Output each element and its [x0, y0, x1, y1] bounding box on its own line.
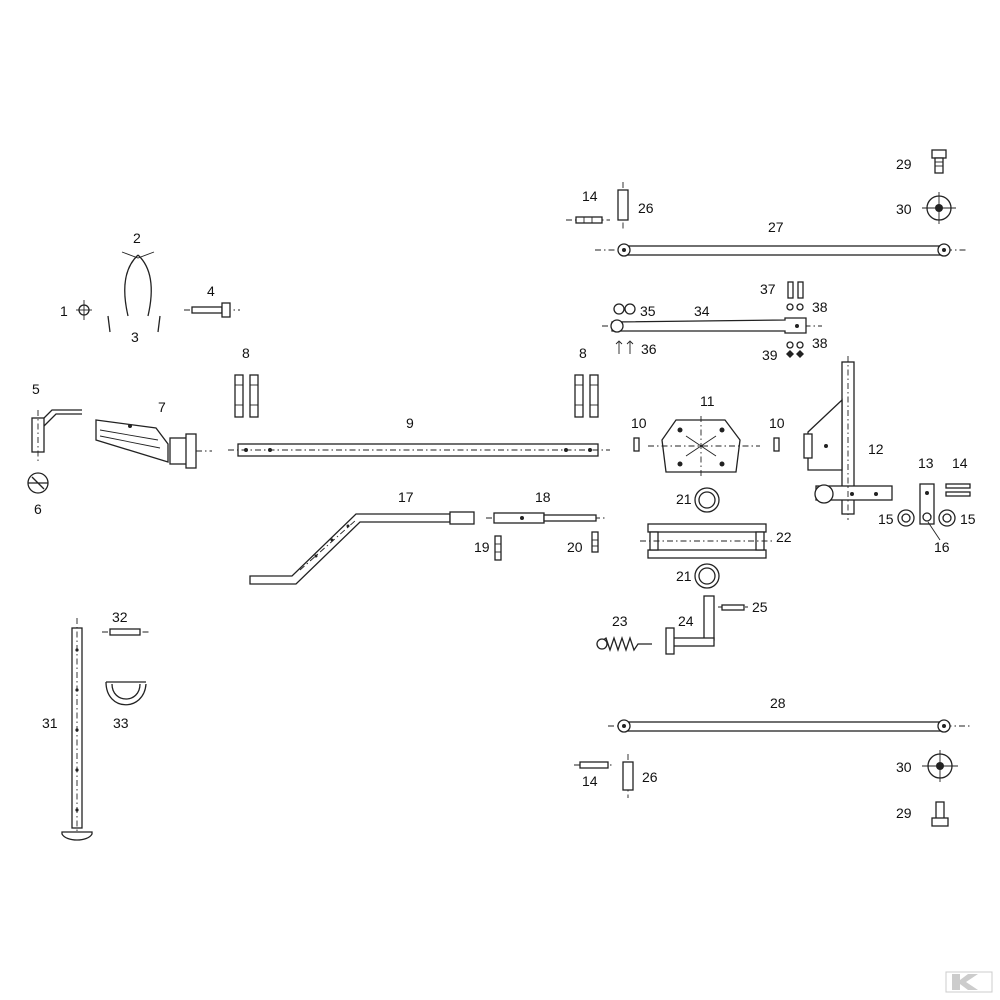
part-24-latch: [665, 595, 715, 655]
label-part-9: 9: [406, 415, 414, 431]
label-part-10-right: 10: [769, 415, 785, 431]
label-part-34: 34: [694, 303, 710, 319]
label-part-26-bottom: 26: [642, 769, 658, 785]
label-part-39: 39: [762, 347, 778, 363]
part-25-pin: [718, 604, 748, 611]
label-part-2: 2: [133, 230, 141, 246]
part-31-jack-stand: [61, 618, 93, 841]
label-part-4: 4: [207, 283, 215, 299]
part-26-sleeve-top: [617, 182, 629, 230]
label-part-13: 13: [918, 455, 934, 471]
label-part-14-right: 14: [952, 455, 968, 471]
label-part-14-top: 14: [582, 188, 598, 204]
label-part-29-bottom: 29: [896, 805, 912, 821]
part-29-bolt-top: [931, 149, 947, 174]
part-15-washer-left: [897, 509, 915, 527]
part-17-crank-handle: [249, 511, 475, 585]
label-part-38-bottom: 38: [812, 335, 828, 351]
label-part-14-bottom: 14: [582, 773, 598, 789]
label-part-37: 37: [760, 281, 776, 297]
label-part-1: 1: [60, 303, 68, 319]
part-21-ring-lower: [694, 563, 720, 589]
label-part-24: 24: [678, 613, 694, 629]
part-10-spacer-right: [773, 437, 780, 452]
label-part-33: 33: [113, 715, 129, 731]
label-part-16: 16: [934, 539, 950, 555]
label-part-15-right: 15: [960, 511, 976, 527]
part-33-lynch-clip: [105, 681, 147, 706]
part-8-sleeves-left: [234, 374, 259, 418]
part-19-pin: [494, 535, 502, 561]
label-part-15-left: 15: [878, 511, 894, 527]
part-26-sleeve-bottom: [622, 754, 634, 798]
part-37-bolts: [787, 281, 804, 299]
label-part-26-top: 26: [638, 200, 654, 216]
part-28-tie-bar-bottom: [608, 719, 970, 733]
label-part-38-top: 38: [812, 299, 828, 315]
part-2-spring-clip: [121, 251, 155, 317]
label-part-6: 6: [34, 501, 42, 517]
part-27-tie-bar-top: [595, 243, 968, 257]
part-14-pins-right: [945, 483, 971, 497]
part-35-nut: [613, 303, 636, 315]
label-part-29-top: 29: [896, 156, 912, 172]
part-30-washer-top: [922, 192, 956, 224]
part-14-pin-top: [566, 216, 610, 224]
part-13-link-plate: [919, 483, 935, 525]
label-part-17: 17: [398, 489, 414, 505]
part-11-plate: [648, 416, 760, 478]
label-part-8-right: 8: [579, 345, 587, 361]
label-part-25: 25: [752, 599, 768, 615]
brand-k-logo-icon: [945, 971, 993, 993]
label-part-12: 12: [868, 441, 884, 457]
label-part-7: 7: [158, 399, 166, 415]
part-8-sleeves-right: [574, 374, 599, 418]
part-30-washer-bottom: [922, 750, 958, 782]
part-23-spring: [596, 635, 652, 653]
part-14-pin-bottom: [574, 761, 614, 769]
label-part-5: 5: [32, 381, 40, 397]
label-part-30-top: 30: [896, 201, 912, 217]
part-6-pin-end: [27, 472, 49, 494]
part-7-tow-bracket: [95, 419, 212, 469]
label-part-32: 32: [112, 609, 128, 625]
part-36-cotter-pins: [615, 340, 634, 354]
part-22-guide-frame: [640, 523, 774, 559]
label-part-35: 35: [640, 303, 656, 319]
part-3-clip-legs: [107, 315, 161, 333]
label-part-31: 31: [42, 715, 58, 731]
label-part-21-lower: 21: [676, 568, 692, 584]
label-part-21-upper: 21: [676, 491, 692, 507]
label-part-22: 22: [776, 529, 792, 545]
part-9-main-beam: [228, 443, 610, 457]
label-part-28: 28: [770, 695, 786, 711]
part-10-spacer-left: [633, 437, 640, 452]
part-1-grease-nipple: [76, 300, 92, 320]
part-5-handle-pin: [31, 409, 82, 462]
label-part-36: 36: [641, 341, 657, 357]
part-34-link-arm: [602, 317, 822, 334]
part-21-ring-upper: [694, 487, 720, 513]
label-part-23: 23: [612, 613, 628, 629]
label-part-30-bottom: 30: [896, 759, 912, 775]
part-4-pin: [184, 302, 240, 318]
part-39-nuts: [786, 350, 804, 358]
part-29-bolt-bottom: [931, 801, 949, 827]
label-part-19: 19: [474, 539, 490, 555]
label-part-20: 20: [567, 539, 583, 555]
part-15-washer-right: [938, 509, 956, 527]
part-18-spindle: [486, 512, 606, 524]
part-12-mount-frame: [803, 356, 893, 520]
label-part-8-left: 8: [242, 345, 250, 361]
label-part-10-left: 10: [631, 415, 647, 431]
part-20-pin: [591, 531, 599, 553]
label-part-27: 27: [768, 219, 784, 235]
part-32-pin: [102, 628, 150, 636]
label-part-11: 11: [700, 393, 715, 409]
label-part-18: 18: [535, 489, 551, 505]
part-16-pin: [927, 521, 941, 541]
label-part-3: 3: [131, 329, 139, 345]
part-38-washers: [786, 303, 804, 349]
